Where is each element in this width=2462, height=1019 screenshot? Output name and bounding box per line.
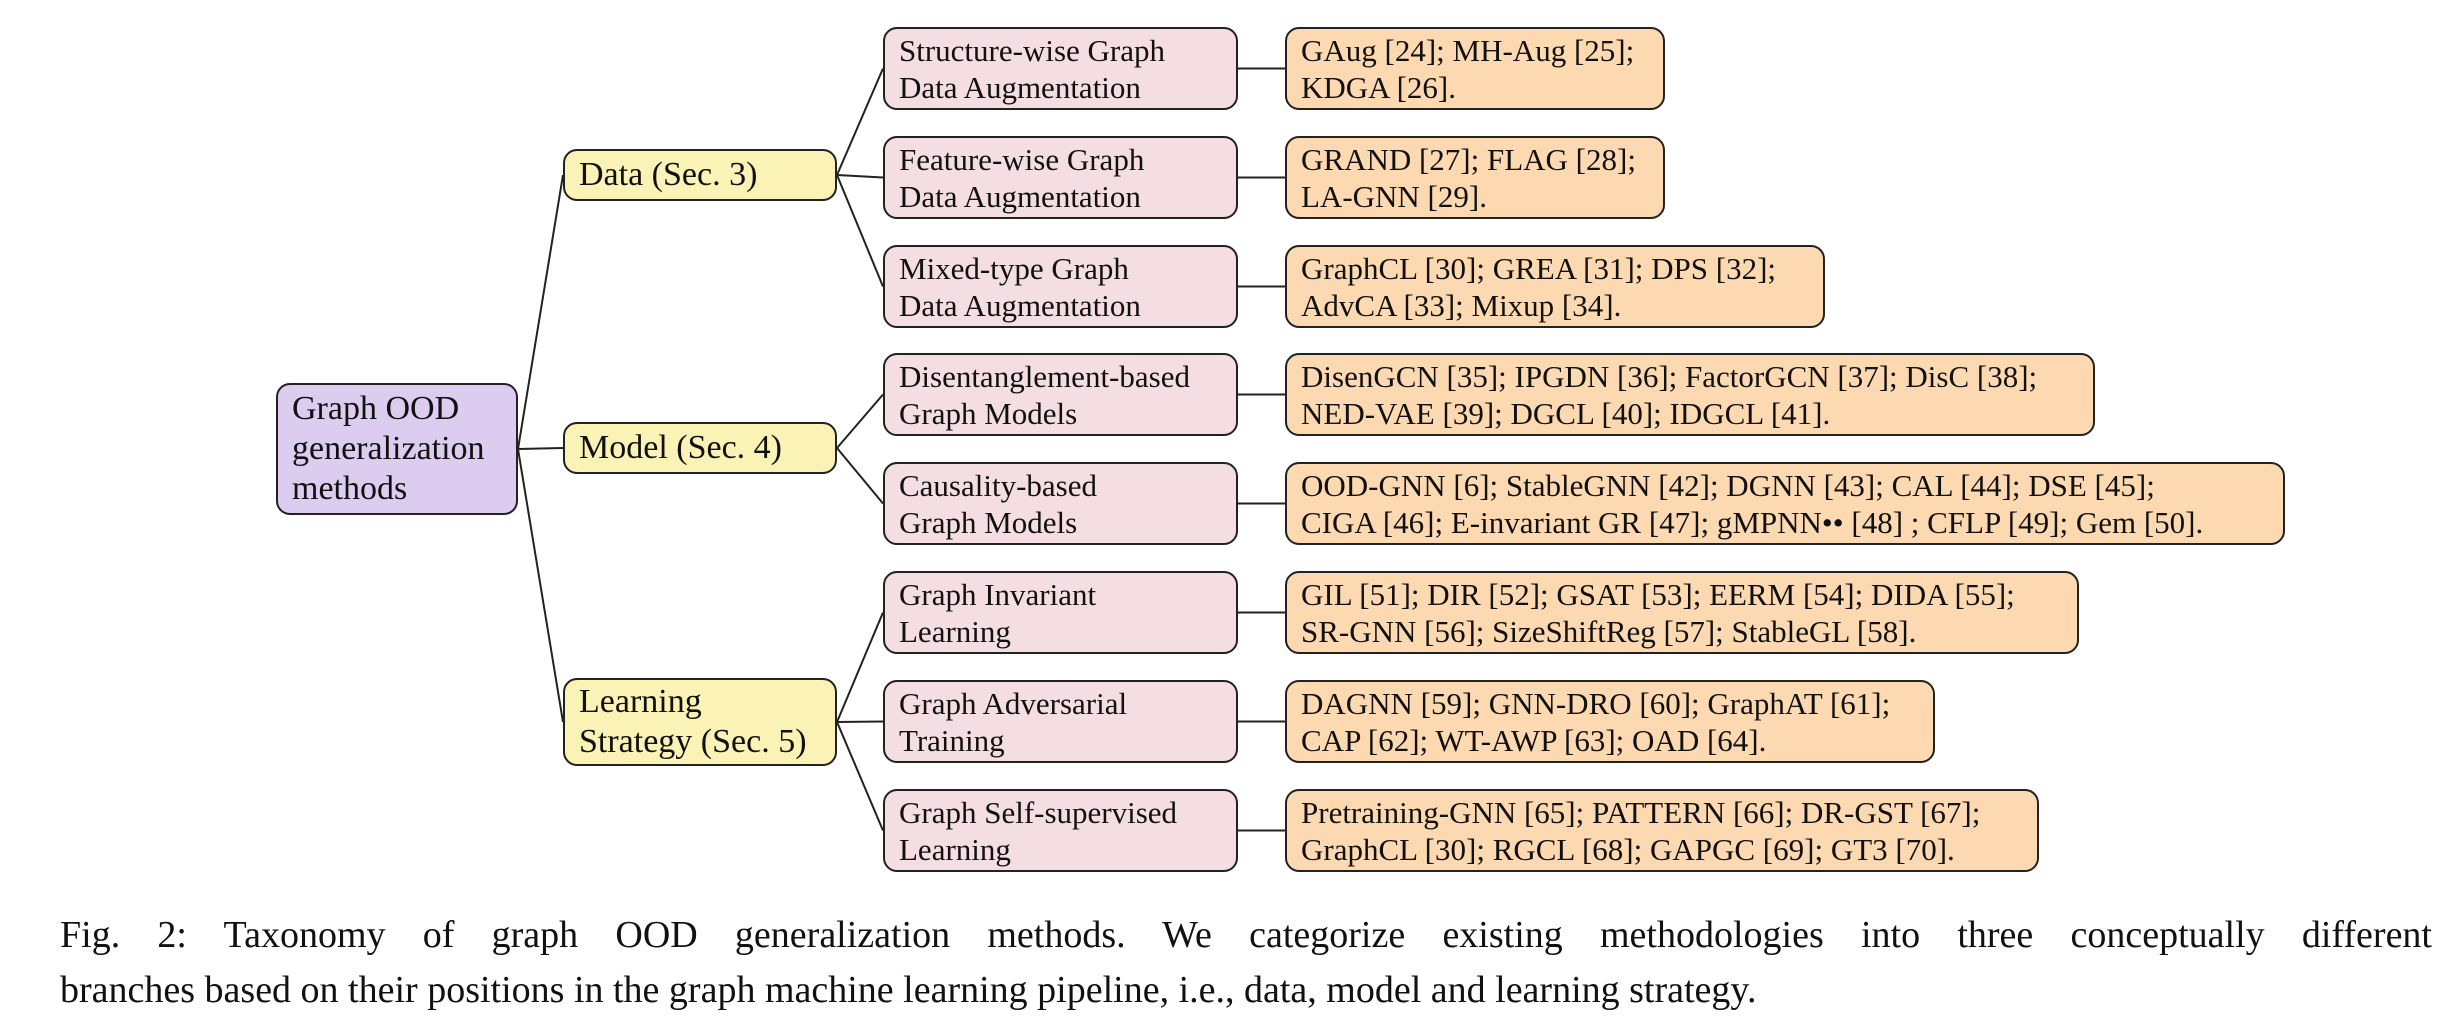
connector-line	[836, 447, 884, 505]
methods-list: OOD-GNN [6]; StableGNN [42]; DGNN [43]; …	[1301, 467, 2204, 540]
methods-node: GIL [51]; DIR [52]; GSAT [53]; EERM [54]…	[1285, 571, 2079, 654]
connector-line	[517, 447, 564, 450]
subcategory-node: Causality-based Graph Models	[883, 462, 1238, 545]
subcategory-node: Disentanglement-based Graph Models	[883, 353, 1238, 436]
category-node-learning-strategy: Learning Strategy (Sec. 5)	[563, 678, 837, 766]
methods-node: GRAND [27]; FLAG [28]; LA-GNN [29].	[1285, 136, 1665, 219]
subcategory-node: Structure-wise Graph Data Augmentation	[883, 27, 1238, 110]
methods-node: DisenGCN [35]; IPGDN [36]; FactorGCN [37…	[1285, 353, 2095, 436]
category-label: Model (Sec. 4)	[579, 429, 783, 466]
connector-line	[517, 174, 564, 450]
caption-line-1: Fig. 2: Taxonomy of graph OOD generaliza…	[60, 914, 2432, 956]
subcategory-label: Disentanglement-based Graph Models	[899, 358, 1190, 431]
connector-line	[836, 68, 884, 176]
root-label: Graph OOD generalization methods	[292, 390, 485, 507]
subcategory-label: Structure-wise Graph Data Augmentation	[899, 32, 1165, 105]
subcategory-label: Causality-based Graph Models	[899, 467, 1098, 540]
subcategory-label: Graph Adversarial Training	[899, 685, 1128, 758]
connector-line	[517, 448, 564, 723]
methods-node: GAug [24]; MH-Aug [25]; KDGA [26].	[1285, 27, 1665, 110]
subcategory-label: Mixed-type Graph Data Augmentation	[899, 250, 1141, 323]
subcategory-node: Graph Self-supervised Learning	[883, 789, 1238, 872]
methods-list: DAGNN [59]; GNN-DRO [60]; GraphAT [61]; …	[1301, 685, 1891, 758]
root-node: Graph OOD generalization methods	[276, 383, 518, 515]
subcategory-node: Feature-wise Graph Data Augmentation	[883, 136, 1238, 219]
connector-line	[836, 174, 884, 287]
connector-line	[836, 393, 884, 449]
methods-list: GraphCL [30]; GREA [31]; DPS [32]; AdvCA…	[1301, 250, 1777, 323]
methods-list: GIL [51]; DIR [52]; GSAT [53]; EERM [54]…	[1301, 576, 2015, 649]
category-node-data: Data (Sec. 3)	[563, 149, 837, 201]
subcategory-node: Mixed-type Graph Data Augmentation	[883, 245, 1238, 328]
caption-line-2: branches based on their positions in the…	[60, 969, 1757, 1011]
subcategory-label: Feature-wise Graph Data Augmentation	[899, 141, 1145, 214]
connector-line	[836, 174, 884, 179]
category-label: Learning Strategy (Sec. 5)	[579, 683, 807, 760]
subcategory-node: Graph Invariant Learning	[883, 571, 1238, 654]
methods-list: DisenGCN [35]; IPGDN [36]; FactorGCN [37…	[1301, 358, 2038, 431]
category-label: Data (Sec. 3)	[579, 156, 758, 193]
subcategory-node: Graph Adversarial Training	[883, 680, 1238, 763]
methods-list: GAug [24]; MH-Aug [25]; KDGA [26].	[1301, 32, 1635, 105]
methods-node: GraphCL [30]; GREA [31]; DPS [32]; AdvCA…	[1285, 245, 1825, 328]
figure-caption: Fig. 2: Taxonomy of graph OOD generaliza…	[60, 908, 2432, 1018]
methods-node: OOD-GNN [6]; StableGNN [42]; DGNN [43]; …	[1285, 462, 2285, 545]
methods-list: GRAND [27]; FLAG [28]; LA-GNN [29].	[1301, 141, 1636, 214]
subcategory-label: Graph Invariant Learning	[899, 576, 1097, 649]
connector-line	[836, 612, 884, 723]
connector-line	[836, 721, 884, 831]
connector-line	[836, 720, 884, 723]
methods-node: Pretraining-GNN [65]; PATTERN [66]; DR-G…	[1285, 789, 2039, 872]
methods-node: DAGNN [59]; GNN-DRO [60]; GraphAT [61]; …	[1285, 680, 1935, 763]
category-node-model: Model (Sec. 4)	[563, 422, 837, 474]
subcategory-label: Graph Self-supervised Learning	[899, 794, 1178, 867]
methods-list: Pretraining-GNN [65]; PATTERN [66]; DR-G…	[1301, 794, 1981, 867]
